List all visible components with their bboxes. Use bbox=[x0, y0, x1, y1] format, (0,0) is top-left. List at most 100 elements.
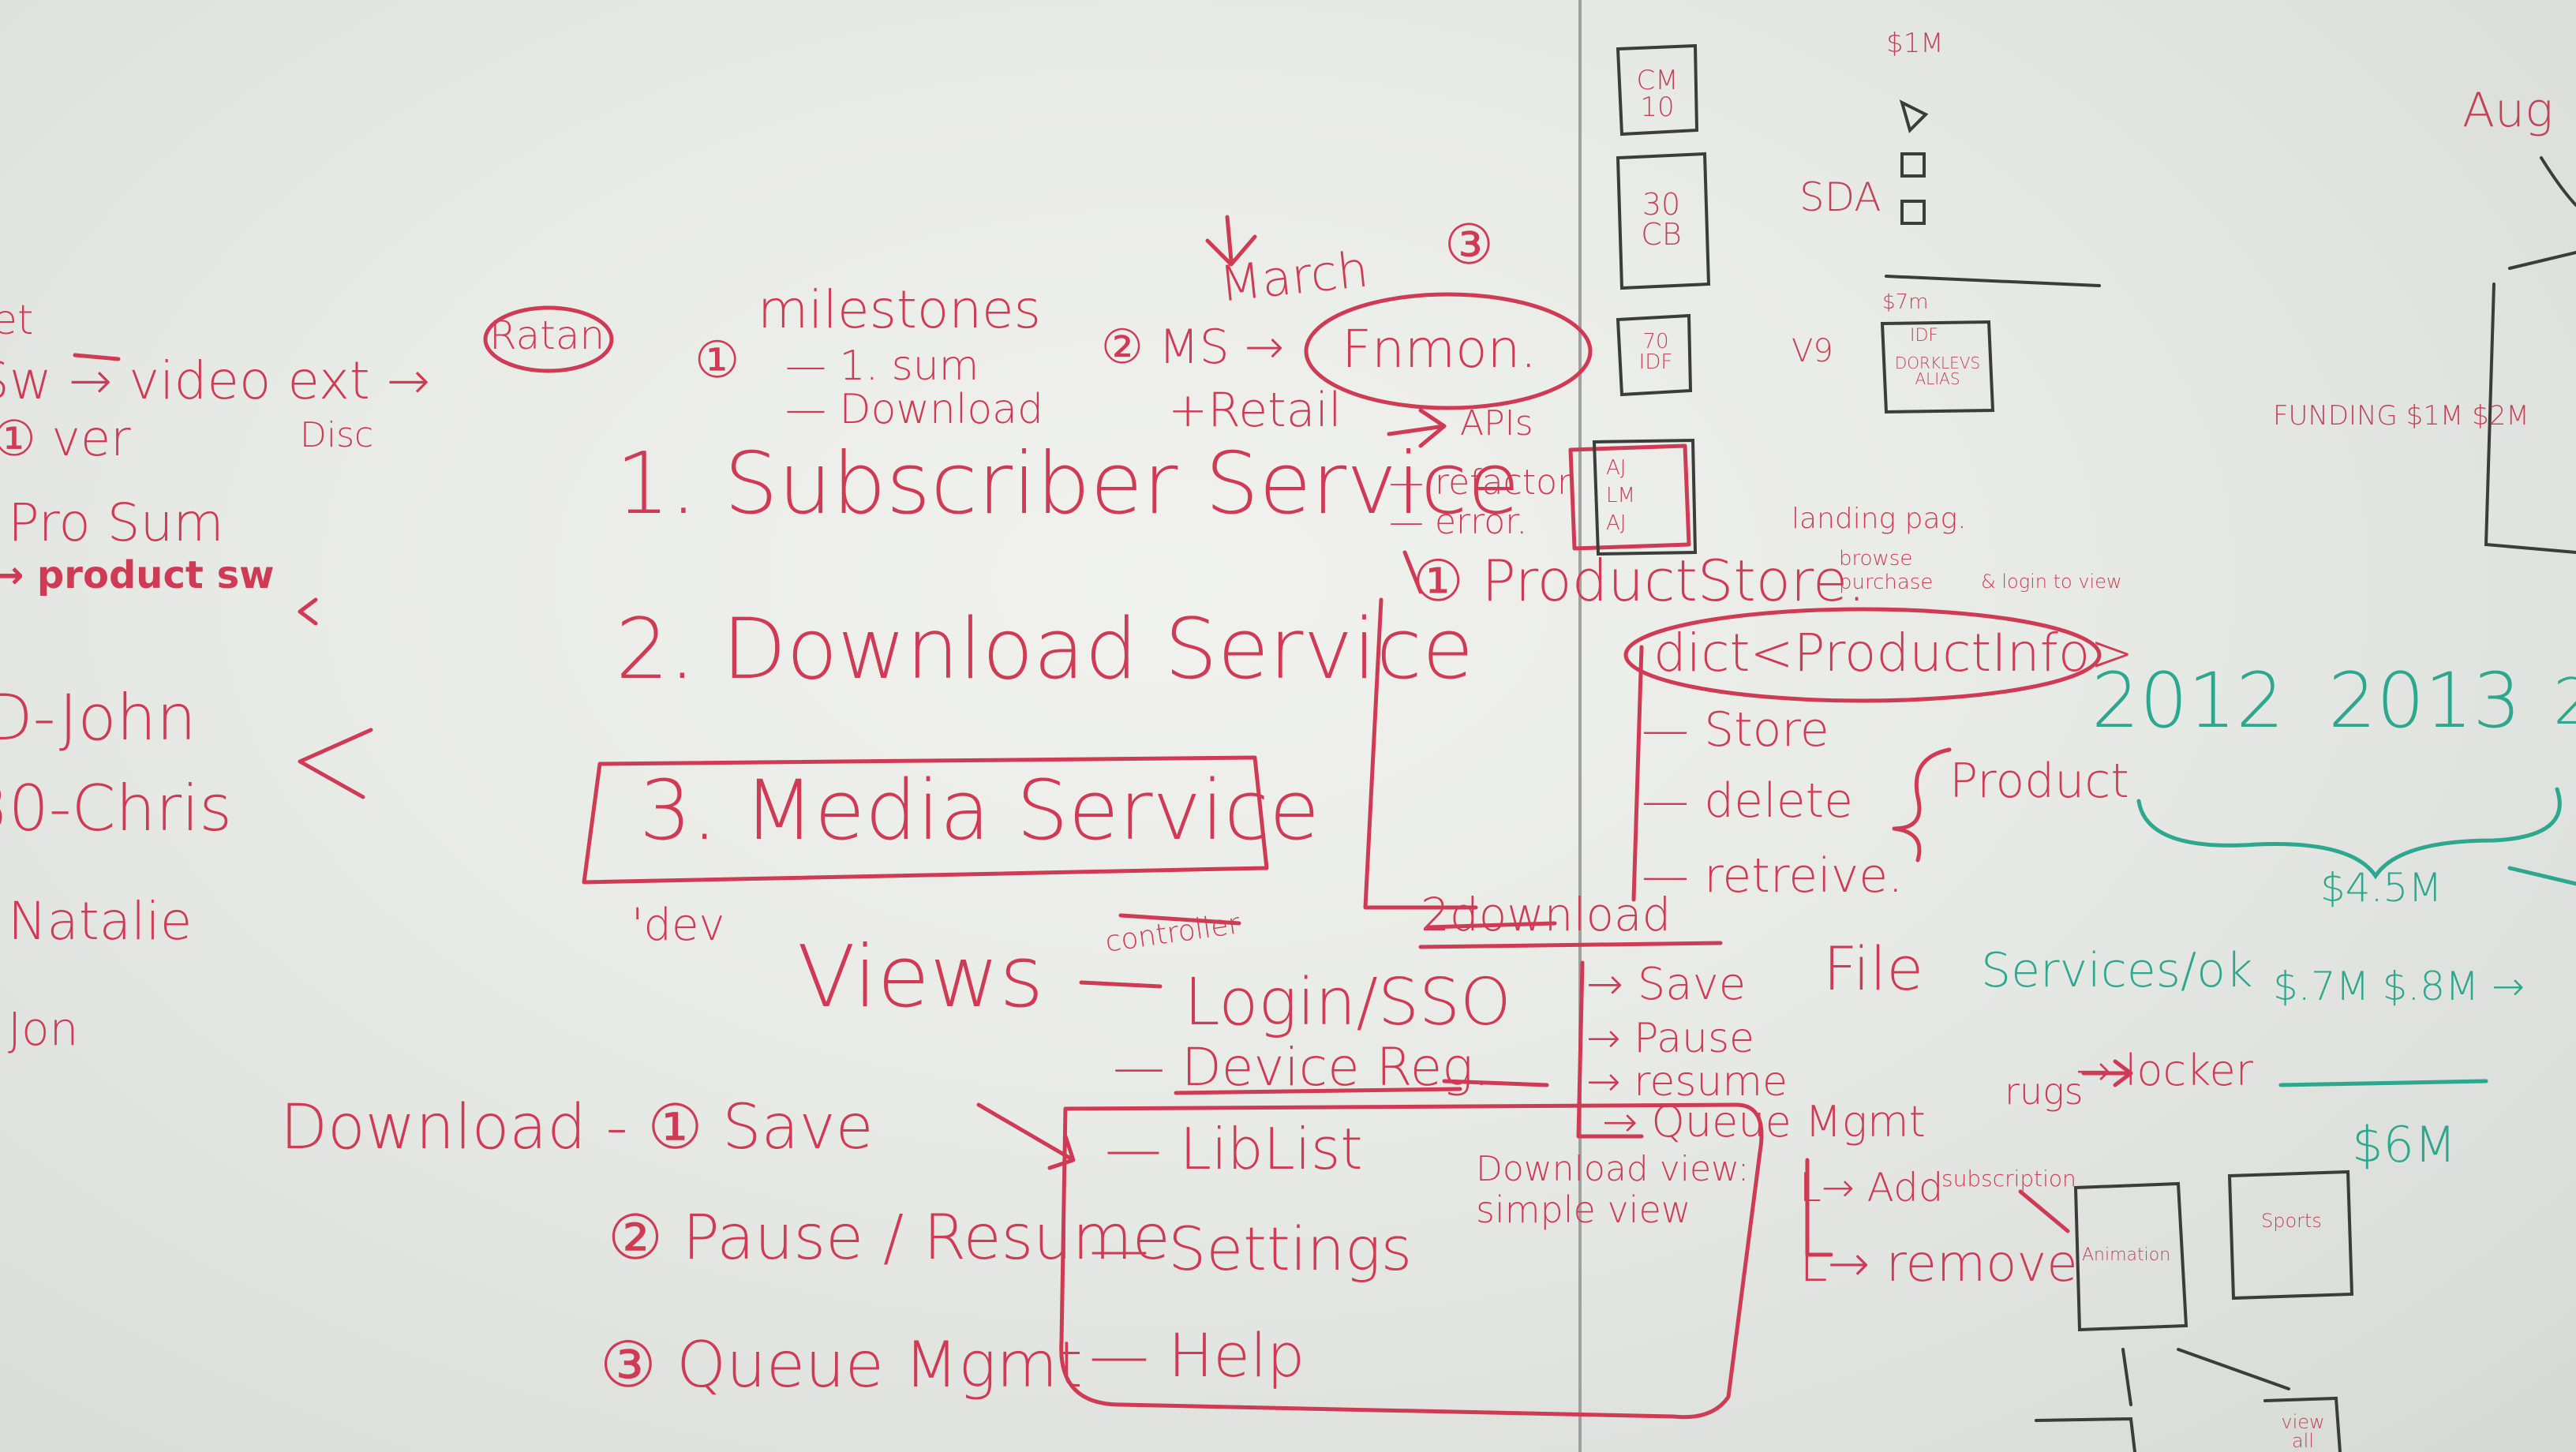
panel-seam bbox=[1578, 0, 1582, 1452]
landing-purchase: purchase bbox=[1839, 571, 1934, 594]
services-ok-label: Services/ok bbox=[1981, 943, 2253, 998]
views-item-login: Login/SSO bbox=[1184, 965, 1511, 1040]
controller-line bbox=[1118, 913, 1241, 926]
stack-box-3: AJ bbox=[1606, 511, 1627, 535]
v9-label: V9 bbox=[1792, 333, 1833, 369]
one-million-label: $1M bbox=[1886, 28, 1944, 59]
stack-box-2: LM bbox=[1606, 484, 1635, 507]
pause-resume-label: ② Pause / Resume bbox=[608, 1203, 1170, 1274]
store-item-delete: — delete bbox=[1642, 773, 1854, 829]
funding-label: FUNDING $1M $2M bbox=[2273, 400, 2529, 432]
download-arrow bbox=[976, 1102, 1076, 1170]
store-item-store: — Store bbox=[1642, 702, 1829, 758]
left-arrow bbox=[298, 728, 373, 799]
triangle-shape bbox=[1899, 99, 1929, 133]
view-all-box bbox=[2263, 1396, 2342, 1452]
sda-label: SDA bbox=[1799, 174, 1881, 220]
services-amount: $.7M $.8M → bbox=[2273, 964, 2525, 1009]
locker-label: → locker bbox=[2076, 1046, 2253, 1095]
download-view-label: Download view: bbox=[1476, 1149, 1750, 1189]
file-op-resume: → resume bbox=[1586, 1058, 1788, 1106]
fnmon-circle bbox=[1304, 292, 1593, 410]
march-number: ③ bbox=[1444, 212, 1494, 277]
store-box bbox=[1568, 443, 1691, 551]
years-brace bbox=[2136, 787, 2562, 880]
subscription-arrow bbox=[2018, 1189, 2070, 1233]
30cb-box bbox=[1616, 152, 1711, 290]
ratan-label: Ratan bbox=[489, 312, 605, 358]
brace-amount: $4.5M bbox=[2320, 865, 2443, 911]
seven-million-label: $7m bbox=[1882, 290, 1929, 314]
year-next: 2 bbox=[2553, 665, 2576, 739]
dict-circle bbox=[1623, 607, 2102, 703]
views-item-help: — Help bbox=[1089, 1320, 1305, 1390]
subscription-label: subscription bbox=[1941, 1166, 2076, 1192]
edge-curve bbox=[2540, 156, 2576, 207]
animation-arrow bbox=[2121, 1348, 2132, 1406]
file-op-queue: → Queue Mgmt bbox=[1602, 1097, 1926, 1147]
dev-label: 'dev bbox=[631, 900, 725, 951]
download-service-label: 2. Download Service bbox=[616, 601, 1474, 698]
animation-box bbox=[2073, 1181, 2188, 1332]
landing-browse: browse bbox=[1839, 547, 1913, 571]
media-service-label: 3. Media Service bbox=[639, 762, 1320, 859]
download-underline bbox=[1426, 921, 1557, 930]
views-arrow bbox=[1079, 980, 1163, 989]
ratan-circle bbox=[483, 305, 614, 373]
milestone-2-label: ② MS → bbox=[1101, 320, 1285, 375]
margin-text-disc: Disc bbox=[300, 415, 374, 455]
margin-arrow-2 bbox=[298, 597, 318, 626]
media-service-box bbox=[582, 755, 1269, 885]
year-2012: 2012 bbox=[2091, 657, 2285, 745]
store-vertical-line bbox=[1363, 597, 1478, 910]
square-2 bbox=[1900, 200, 1926, 225]
views-item-liblist: — LibList bbox=[1105, 1116, 1363, 1182]
rule-line bbox=[1885, 275, 2101, 287]
store-bracket bbox=[1631, 645, 1644, 902]
queue-mgmt-label: ③ Queue Mgmt bbox=[600, 1328, 1083, 1401]
product-label: Product bbox=[1949, 754, 2129, 809]
download-save-label: Download - ① Save bbox=[280, 1092, 874, 1163]
store-item-retreive: — retreive. bbox=[1642, 848, 1904, 904]
refactor-label: — refactor bbox=[1389, 462, 1572, 503]
liblist-box bbox=[1059, 1102, 1764, 1420]
square-1 bbox=[1900, 152, 1926, 178]
sports-label: Sports bbox=[2261, 1210, 2322, 1232]
margin-text-video-ext: Sw → video ext → bbox=[0, 350, 431, 411]
download-line bbox=[1418, 941, 1723, 949]
six-million-label: $6M bbox=[2352, 1116, 2457, 1173]
locker-arrow bbox=[2081, 1059, 2133, 1087]
landing-page-label: landing pag. bbox=[1792, 503, 1967, 535]
file-label: File bbox=[1823, 934, 1924, 1004]
view-all-label: view all bbox=[2281, 1411, 2325, 1452]
file-op-save: → Save bbox=[1586, 959, 1747, 1010]
animation-label: Animation bbox=[2082, 1245, 2171, 1265]
file-bracket bbox=[1576, 960, 1644, 1139]
apis-label: APIs bbox=[1460, 403, 1533, 443]
rugs-label: rugs bbox=[2005, 1070, 2084, 1113]
dev-box-label: DORKLEVS ALIAS bbox=[1894, 354, 1981, 388]
brace-tail bbox=[2507, 866, 2576, 886]
queue-bracket bbox=[1805, 1158, 1833, 1257]
cm10-box bbox=[1616, 43, 1699, 137]
march-label: March bbox=[1216, 240, 1372, 313]
sports-box bbox=[2227, 1169, 2354, 1300]
store-tick bbox=[1402, 550, 1423, 594]
locker-underline bbox=[2278, 1079, 2488, 1087]
queue-op-add: L→ Add bbox=[1799, 1165, 1944, 1211]
margin-text-natalie: Natalie bbox=[8, 891, 193, 952]
margin-text-product-sw: → product sw bbox=[0, 553, 275, 597]
aug-label: Aug bbox=[2462, 83, 2554, 138]
apis-arrow bbox=[1387, 408, 1447, 448]
file-op-pause: → Pause bbox=[1586, 1015, 1755, 1062]
box-cm10: CM 10 bbox=[1636, 65, 1679, 123]
margin-text-et: et bbox=[0, 297, 34, 344]
margin-text-jon: Jon bbox=[8, 1002, 79, 1056]
box-30cb: 30 CB bbox=[1641, 187, 1682, 252]
milestones-label: milestones bbox=[758, 279, 1042, 340]
device-underline bbox=[1174, 1079, 1549, 1095]
idf-small-label: IDF bbox=[1910, 326, 1939, 346]
dev-box bbox=[1880, 320, 1995, 414]
